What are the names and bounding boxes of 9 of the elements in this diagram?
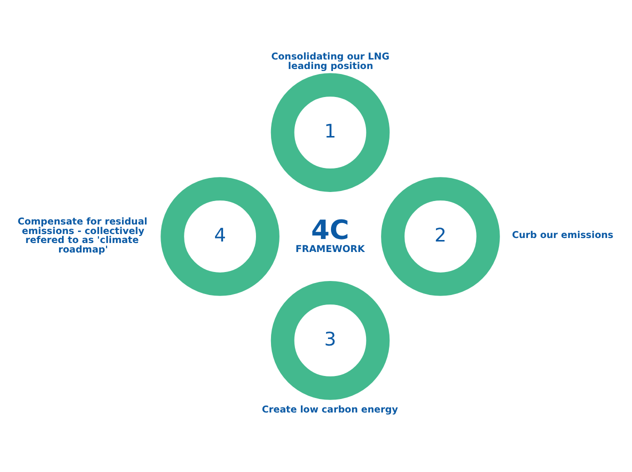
node-text: 4C FRAMEWORK: [295, 214, 365, 254]
node-label: Create low carbon energy: [262, 404, 398, 415]
node-circle: 2: [381, 176, 500, 296]
node-circle: 4: [160, 176, 280, 296]
node-label: Compensate for residual emissions - collectively refered to as 'climate roadmap': [18, 216, 148, 256]
node-circle: 3: [270, 280, 390, 400]
node-circle: 1: [270, 72, 390, 192]
node-label: Consolidating our LNG leading position: [271, 51, 390, 72]
node-label: Curb our emissions: [512, 230, 614, 241]
